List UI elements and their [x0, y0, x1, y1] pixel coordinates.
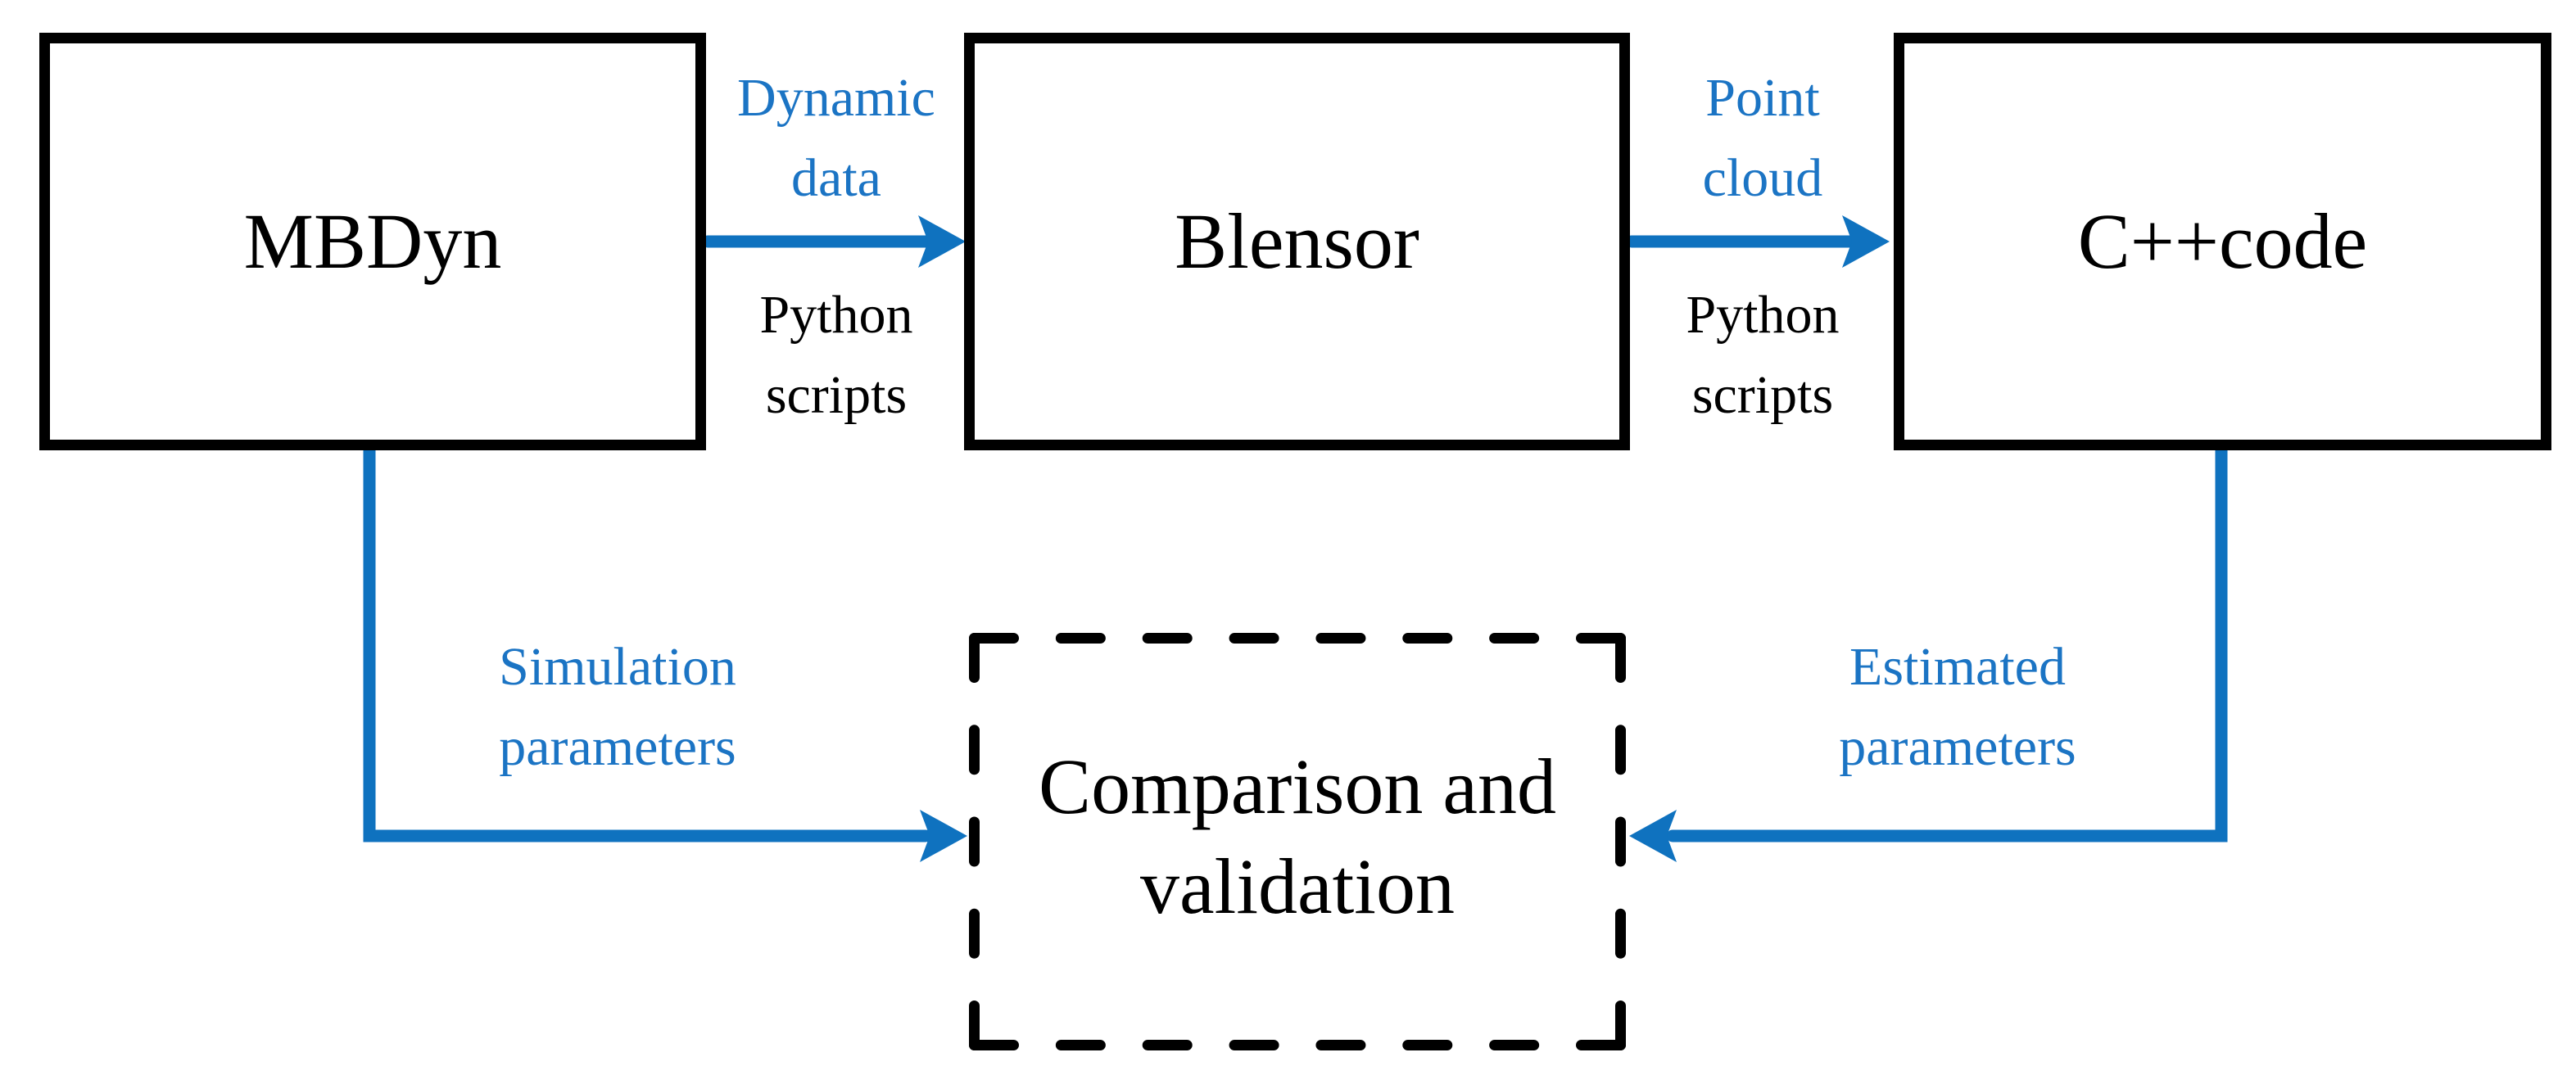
node-blensor-label: Blensor — [1175, 197, 1419, 286]
comparison-box-dashed-border — [969, 633, 1626, 1050]
node-mbdyn: MBDyn — [39, 33, 706, 450]
edge-label-simulation-parameters: Simulation parameters — [405, 627, 831, 788]
edge-label-point-cloud-line1: Point — [1705, 68, 1820, 128]
node-comparison-validation: Comparison and validation — [969, 628, 1626, 1046]
edge-label-estimated-parameters-line2: parameters — [1839, 717, 2076, 777]
node-comparison-label-line2: validation — [1140, 842, 1455, 930]
edge-label-python-scripts-first-line1: Python — [759, 285, 913, 345]
node-comparison-label-line1: Comparison and — [1039, 743, 1556, 830]
arrowhead-blensor-to-cpp — [1842, 215, 1890, 268]
edge-label-simulation-parameters-line1: Simulation — [499, 637, 736, 697]
node-blensor: Blensor — [964, 33, 1630, 450]
connector-mbdyn-to-comparison — [363, 440, 932, 842]
edge-label-python-scripts-second: Python scripts — [1550, 275, 1976, 436]
edge-label-dynamic-data-line2: data — [791, 148, 881, 208]
edge-label-python-scripts-second-line2: scripts — [1691, 365, 1834, 425]
edge-label-point-cloud: Point cloud — [1550, 58, 1976, 219]
arrowhead-mbdyn-to-comparison — [920, 810, 967, 862]
node-cpp-code: C++code — [1894, 33, 2551, 450]
connector-cpp-to-comparison — [1666, 440, 2228, 842]
edge-label-dynamic-data: Dynamic data — [623, 58, 1049, 219]
edge-label-python-scripts-first: Python scripts — [623, 275, 1049, 436]
arrowhead-cpp-to-comparison — [1629, 810, 1677, 862]
edge-label-dynamic-data-line1: Dynamic — [737, 68, 935, 128]
edge-label-simulation-parameters-line2: parameters — [499, 717, 736, 777]
edge-label-python-scripts-first-line2: scripts — [765, 365, 908, 425]
node-mbdyn-label: MBDyn — [243, 197, 502, 286]
edge-label-estimated-parameters-line1: Estimated — [1849, 637, 2066, 697]
node-cpp-code-label: C++code — [2077, 197, 2368, 286]
arrowhead-mbdyn-to-blensor — [918, 215, 966, 268]
edge-label-point-cloud-line2: cloud — [1702, 148, 1823, 208]
edge-label-estimated-parameters: Estimated parameters — [1745, 627, 2171, 788]
edge-label-python-scripts-second-line1: Python — [1686, 285, 1840, 345]
